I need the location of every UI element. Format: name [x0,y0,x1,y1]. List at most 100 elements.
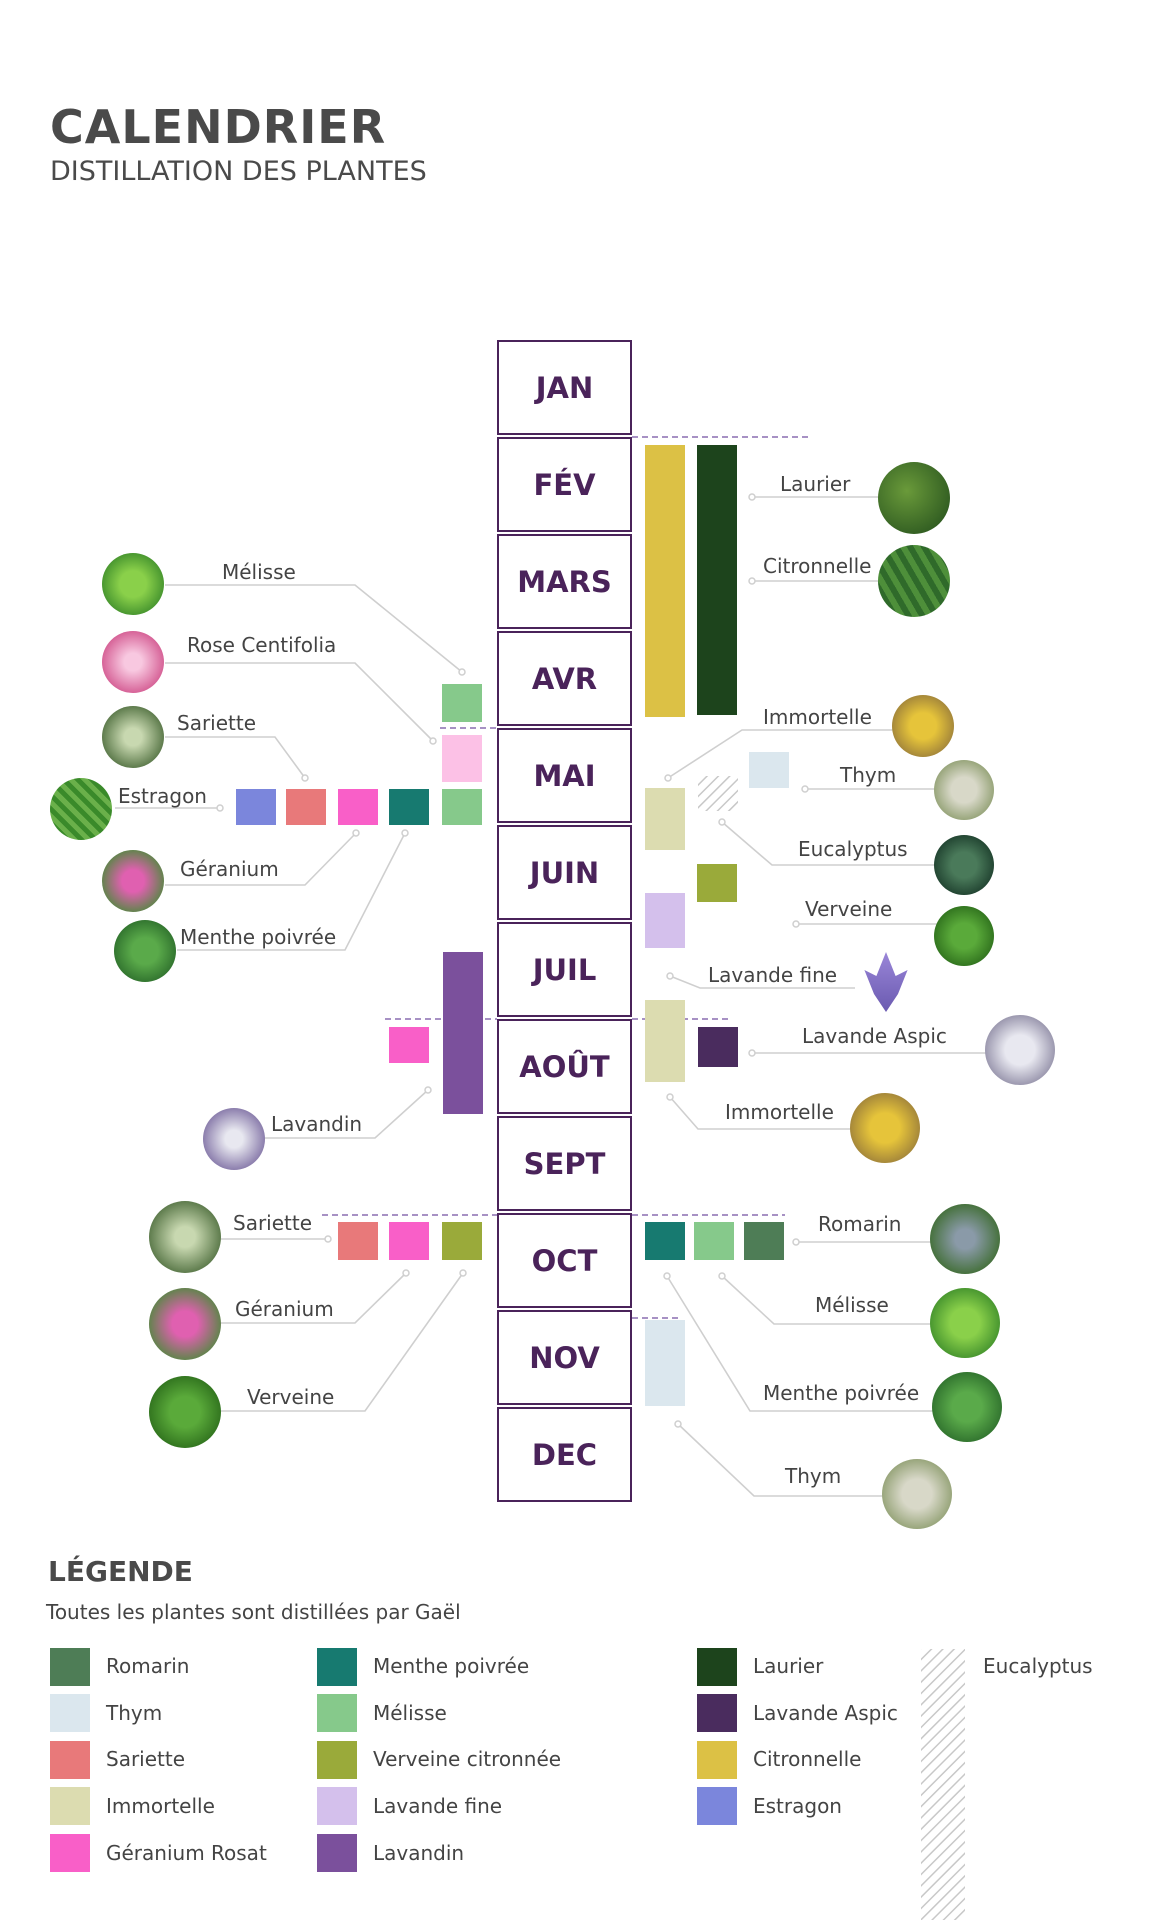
immortelle-photo-2 [850,1093,920,1163]
legend-label-estragon: Estragon [753,1794,842,1818]
estragon-photo [50,778,112,840]
legend-label-thym: Thym [106,1701,163,1725]
legend-swatch-laurier [697,1648,737,1686]
label-verveine: Verveine [805,897,893,921]
month-jan: JAN [497,340,632,435]
legend-swatch-lavande-fine [317,1787,357,1825]
legend-swatch-sariette [50,1741,90,1779]
lavandin-photo [203,1108,265,1170]
label-estragon: Estragon [118,784,207,808]
legend-label-geranium: Géranium Rosat [106,1841,267,1865]
laurier-photo [878,462,950,534]
label-melisse-r: Mélisse [815,1293,889,1317]
bar-laurier [697,445,737,715]
legend-swatch-lavandin [317,1834,357,1872]
label-laurier: Laurier [780,472,851,496]
legend-label-melisse: Mélisse [373,1701,447,1725]
label-rose: Rose Centifolia [187,633,337,657]
verveine-photo [934,906,994,966]
label-menthe-r: Menthe poivrée [763,1381,920,1405]
legend-swatch-estragon [697,1787,737,1825]
legend-label-menthe: Menthe poivrée [373,1654,530,1678]
month-fev: FÉV [497,437,632,532]
bar-melisse-apr [442,684,482,722]
bar-verveine [697,864,737,902]
bar-lavande-fine [645,893,685,948]
label-lavande-aspic: Lavande Aspic [802,1024,947,1048]
citronnelle-photo [878,545,950,617]
bar-rose [442,735,482,782]
label-thym-2: Thym [785,1464,842,1488]
month-dec: DEC [497,1407,632,1502]
bar-geranium-oct [389,1222,429,1260]
bar-geranium-aug [389,1027,429,1063]
bar-immortelle-summer [645,1000,685,1082]
page-title: CALENDRIER [50,100,387,154]
legend-label-sariette: Sariette [106,1747,186,1771]
bar-estragon [236,789,276,825]
sariette-photo-l2 [149,1201,221,1273]
bar-lavandin [443,952,483,1114]
bar-melisse-oct [694,1222,734,1260]
melisse-photo-l [102,553,164,615]
lavande-aspic-photo [985,1015,1055,1085]
rose-photo [102,631,164,693]
geranium-photo-l [102,850,164,912]
bar-verveine-oct [442,1222,482,1260]
month-nov: NOV [497,1310,632,1405]
legend-label-eucalyptus: Eucalyptus [983,1654,1093,1678]
immortelle-photo-1 [892,695,954,757]
legend-label-lavande-fine: Lavande fine [373,1794,503,1818]
legend-swatch-lavande-aspic [697,1694,737,1732]
legend-swatch-melisse [317,1694,357,1732]
month-juil: JUIL [497,922,632,1017]
legend-label-laurier: Laurier [753,1654,824,1678]
sariette-photo-l [102,706,164,768]
bar-lavande-aspic [698,1027,738,1067]
label-eucalyptus: Eucalyptus [798,837,908,861]
bar-sariette-may [286,789,326,825]
month-oct: OCT [497,1213,632,1308]
label-geranium-l: Géranium [180,857,279,881]
month-juin: JUIN [497,825,632,920]
legend-title: LÉGENDE [48,1555,193,1588]
bar-citronnelle [645,445,685,717]
legend-label-romarin: Romarin [106,1654,190,1678]
legend-label-lavande-aspic: Lavande Aspic [753,1701,898,1725]
legend-label-immortelle: Immortelle [106,1794,215,1818]
bar-thym-nov [645,1320,685,1406]
bar-melisse-may [442,789,482,825]
bar-romarin-oct [744,1222,784,1260]
label-lavandin: Lavandin [271,1112,363,1136]
thym-photo-1 [934,760,994,820]
bar-menthe-may [389,789,429,825]
month-aout: AOÛT [497,1019,632,1114]
legend-swatch-immortelle [50,1787,90,1825]
menthe-photo-l [114,920,176,982]
legend-subtitle: Toutes les plantes sont distillées par G… [46,1600,461,1624]
geranium-photo-l2 [149,1288,221,1360]
romarin-photo [930,1204,1000,1274]
bar-sariette-oct [338,1222,378,1260]
label-immortelle-1: Immortelle [763,705,872,729]
legend-label-lavandin: Lavandin [373,1841,465,1865]
month-sept: SEPT [497,1116,632,1211]
legend-swatch-verveine [317,1741,357,1779]
legend-swatch-citronnelle [697,1741,737,1779]
label-geranium-l2: Géranium [235,1297,334,1321]
bar-immortelle-spring [645,788,685,850]
menthe-photo-r [932,1372,1002,1442]
label-immortelle-2: Immortelle [725,1100,834,1124]
label-lavande-fine: Lavande fine [708,963,838,987]
melisse-photo-r [930,1288,1000,1358]
label-thym-1: Thym [840,763,897,787]
label-citronnelle: Citronnelle [763,554,872,578]
label-sariette-l2: Sariette [233,1211,313,1235]
page-subtitle: DISTILLATION DES PLANTES [50,156,427,187]
legend-label-verveine: Verveine citronnée [373,1747,562,1771]
bar-thym-spring [749,752,789,788]
month-mars: MARS [497,534,632,629]
verveine-photo-l2 [149,1376,221,1448]
month-mai: MAI [497,728,632,823]
